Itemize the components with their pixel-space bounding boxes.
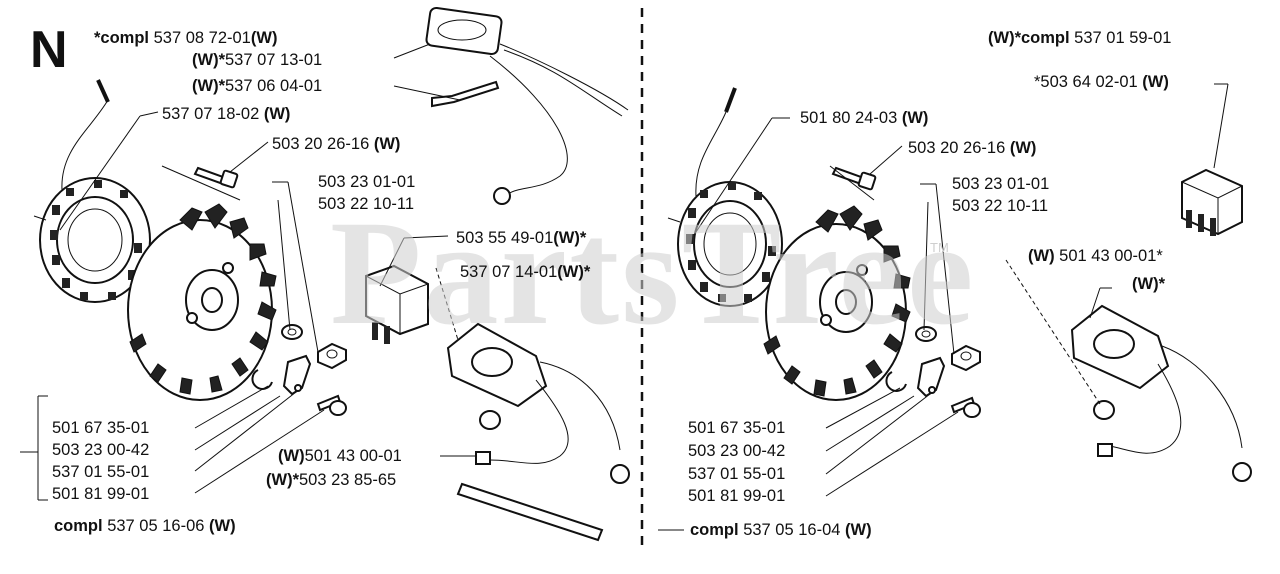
ignition-coil-right [667, 87, 783, 307]
label-left-screw: 503 20 26-16 (W) [272, 135, 401, 153]
leader-lines-left [20, 43, 476, 501]
label-right-list-2: 503 23 00-42 [688, 442, 786, 460]
label-right-compl-bottom: compl 537 05 16-04 (W) [690, 521, 872, 539]
label-left-switch: 503 55 49-01(W)* [456, 229, 587, 247]
label-left-list-4: 501 81 99-01 [52, 485, 150, 503]
stop-switch-right [1181, 168, 1243, 236]
label-right-list-3: 537 01 55-01 [688, 465, 786, 483]
label-right-washer-2: 503 22 10-11 [952, 197, 1049, 215]
cable-harness-left [425, 6, 629, 205]
label-right-grommet: (W) 501 43 00-01* [1028, 247, 1163, 265]
ignition-coil-left [33, 79, 151, 303]
label-left-list-3: 537 01 55-01 [52, 463, 150, 481]
label-left-compl-top: *compl 537 08 72-01(W) [94, 29, 278, 47]
label-right-list-4: 501 81 99-01 [688, 487, 786, 505]
label-right-list-1: 501 67 35-01 [688, 419, 786, 437]
trademark-mark: TM [930, 240, 949, 255]
label-right-module: (W)* [1132, 275, 1165, 293]
label-left-compl-bottom: compl 537 05 16-06 (W) [54, 517, 236, 535]
watermark: PartsTree [330, 190, 976, 356]
label-right-coil: 501 80 24-03 (W) [800, 109, 929, 127]
label-left-grommet: (W)501 43 00-01 [278, 447, 402, 465]
label-right-screw: 503 20 26-16 (W) [908, 139, 1037, 157]
label-left-harness: (W)*537 07 13-01 [192, 51, 323, 69]
ignition-module-right [1070, 304, 1252, 482]
label-left-plug: (W)*503 23 85-65 [266, 471, 397, 489]
label-right-washer-1: 503 23 01-01 [952, 175, 1050, 193]
label-left-list-1: 501 67 35-01 [52, 419, 150, 437]
flywheel-left [127, 203, 277, 401]
section-letter: N [30, 21, 68, 79]
label-left-module: 537 07 14-01(W)* [460, 263, 591, 281]
hardware-left [193, 166, 347, 416]
label-left-washer-1: 503 23 01-01 [318, 173, 416, 191]
label-left-list-2: 503 23 00-42 [52, 441, 150, 459]
label-left-coil: 537 07 18-02 (W) [162, 105, 291, 123]
label-left-washer-2: 503 22 10-11 [318, 195, 415, 213]
leader-lines-right [658, 83, 1229, 531]
label-left-bracket: (W)*537 06 04-01 [192, 77, 323, 95]
ignition-module-left [446, 322, 630, 542]
hardware-right [831, 166, 981, 418]
label-right-switch: *503 64 02-01 (W) [1034, 73, 1169, 91]
flywheel-right [763, 205, 911, 401]
label-right-compl-top: (W)*compl 537 01 59-01 [988, 29, 1172, 47]
